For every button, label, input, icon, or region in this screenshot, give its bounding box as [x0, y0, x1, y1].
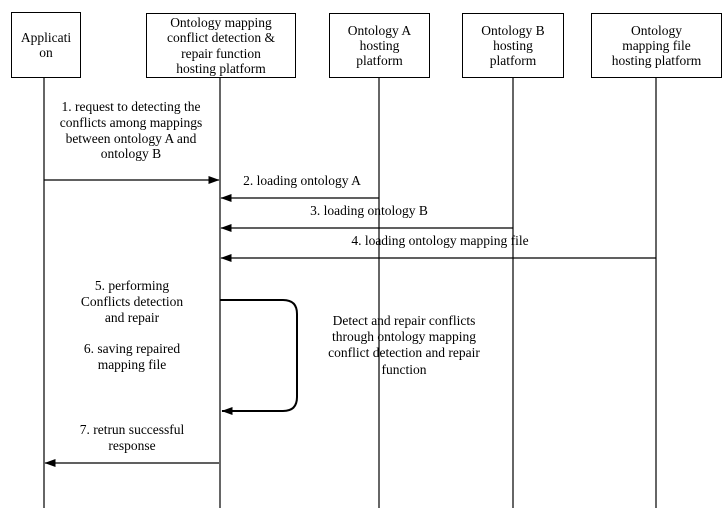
actor-box-ontology-a-platform[interactable]: Ontology A hosting platform	[329, 13, 430, 78]
messages-group	[44, 176, 656, 467]
actor-label-mapping-conflict-platform: Ontology mapping conflict detection & re…	[167, 15, 275, 76]
message-label-3: 3. loading ontology B	[310, 203, 428, 218]
actor-box-ontology-b-platform[interactable]: Ontology B hosting platform	[462, 13, 564, 78]
actor-label-application: Applicati on	[20, 29, 72, 60]
self-message-note: Detect and repair conflicts through onto…	[328, 313, 480, 377]
lifelines-group	[43, 78, 657, 508]
actor-box-application[interactable]: Applicati on	[11, 12, 81, 78]
actor-box-mapping-conflict-platform[interactable]: Ontology mapping conflict detection & re…	[146, 13, 296, 78]
message-label-4: 4. loading ontology mapping file	[351, 233, 529, 248]
message-label-5: 5. performing Conflicts detection and re…	[80, 278, 184, 325]
actor-label-ontology-a-platform: Ontology A hosting platform	[347, 22, 412, 69]
actor-label-ontology-mapping-file-platform: Ontology mapping file hosting platform	[611, 22, 702, 69]
message-label-1: 1. request to detecting the conflicts am…	[59, 99, 203, 162]
message-label-2: 2. loading ontology A	[243, 173, 361, 188]
actor-label-ontology-b-platform: Ontology B hosting platform	[481, 22, 545, 69]
message-label-7: 7. retrun successful response	[79, 422, 185, 453]
self-loop-path	[220, 299, 298, 415]
self-message-loop	[220, 299, 298, 415]
message-label-6: 6. saving repaired mapping file	[83, 341, 181, 372]
actor-box-ontology-mapping-file-platform[interactable]: Ontology mapping file hosting platform	[591, 13, 722, 78]
